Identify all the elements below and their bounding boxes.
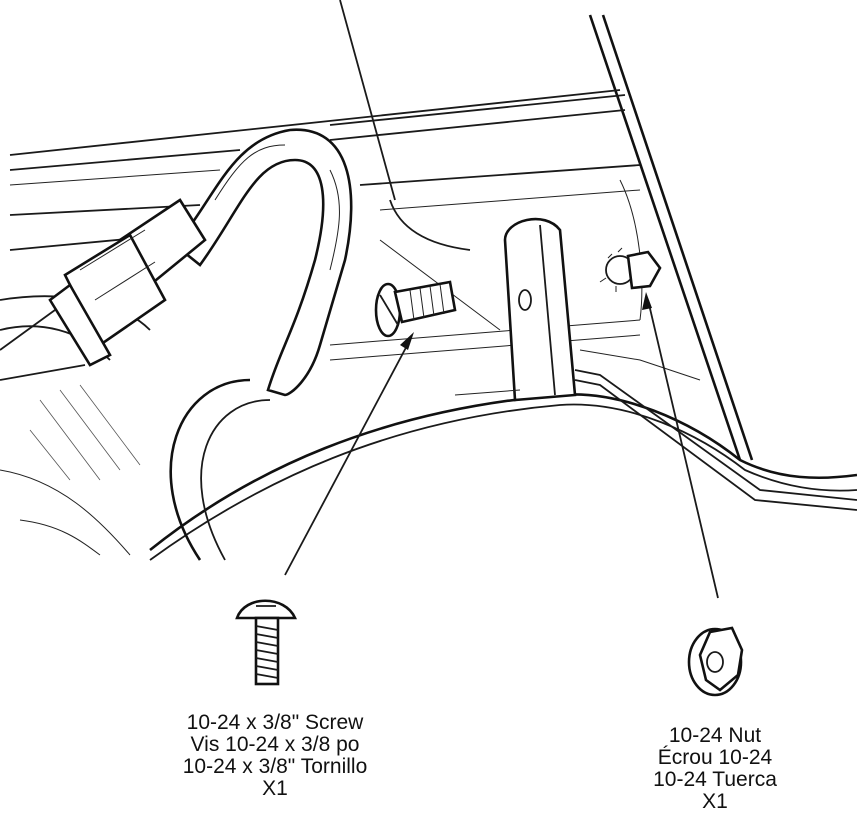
screw-caption: 10-24 x 3/8" Screw Vis 10-24 x 3/8 po 10… [140,712,410,800]
frame-lines [9,0,754,461]
hose-fitting [0,198,207,481]
nut-icon [687,626,744,697]
screw-quantity: X1 [262,777,288,800]
screw-caption-es: 10-24 x 3/8" Tornillo [182,755,368,778]
tube-bend [173,128,353,397]
installed-nut [599,247,662,292]
installed-screw [374,280,457,338]
screw-caption-fr: Vis 10-24 x 3/8 po [190,733,360,756]
screw-icon [235,599,297,686]
leader-arrows [284,292,719,599]
nut-caption-en: 10-24 Nut [668,724,762,747]
nut-caption-fr: Écrou 10-24 [657,746,773,769]
screw-caption-en: 10-24 x 3/8" Screw [186,711,364,734]
nut-quantity: X1 [702,790,728,813]
nut-caption-es: 10-24 Tuerca [653,768,777,791]
nut-caption: 10-24 Nut Écrou 10-24 10-24 Tuerca X1 [610,725,820,813]
